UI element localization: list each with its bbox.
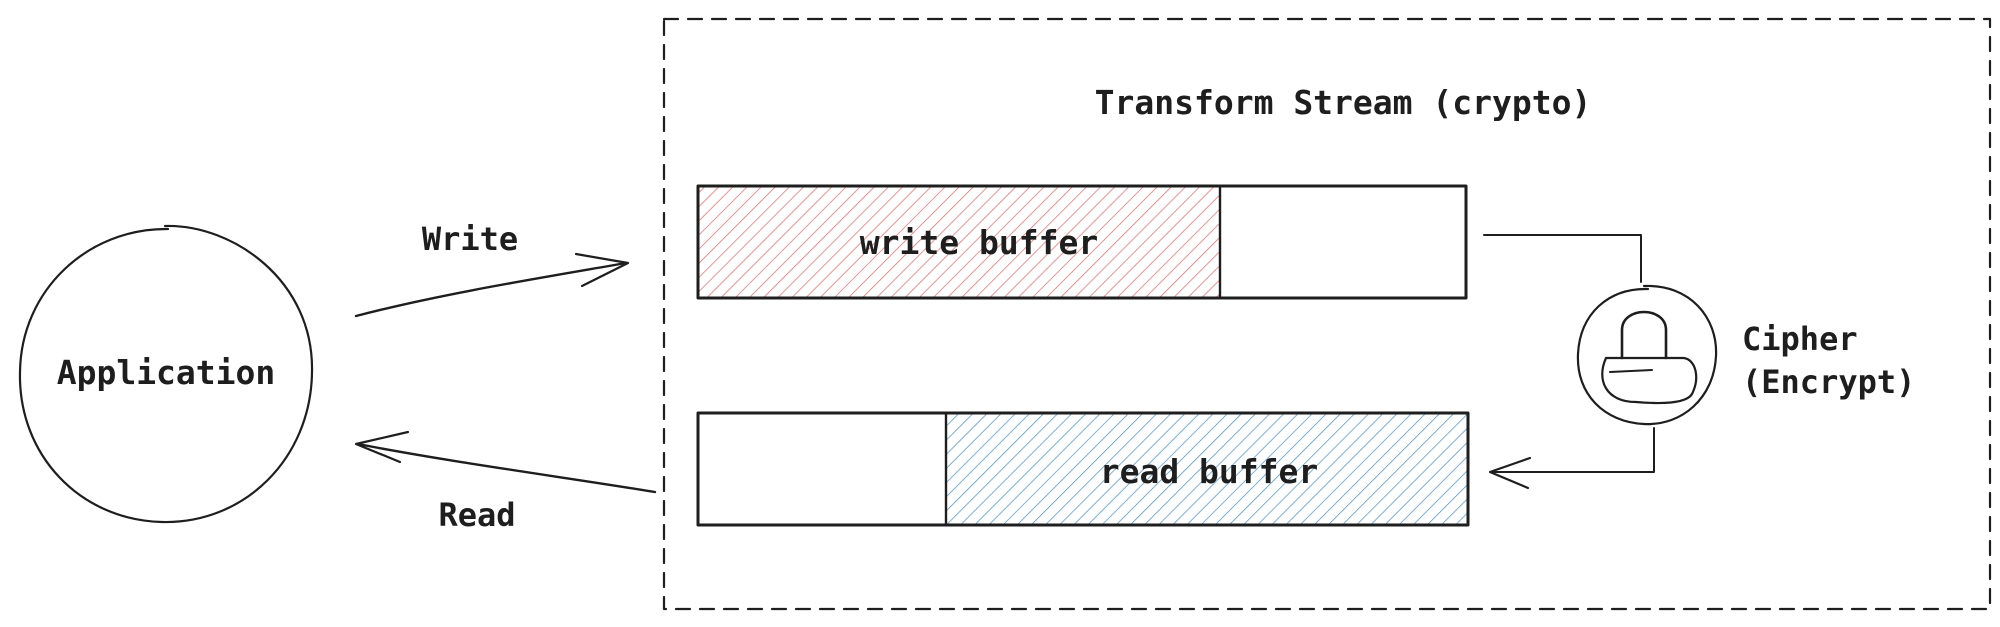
transform-stream-container: Transform Stream (crypto) [662, 17, 1992, 611]
read-buffer-label: read buffer [1100, 452, 1319, 491]
container-title: Transform Stream (crypto) [1095, 83, 1592, 122]
read-buffer: read buffer [696, 411, 1470, 527]
write-buffer-fill [698, 186, 1220, 298]
read-label: Read [438, 496, 515, 534]
write-buffer: write buffer [696, 184, 1468, 300]
read-buffer-fill [946, 413, 1468, 525]
cipher-sublabel: (Encrypt) [1742, 363, 1915, 401]
cipher-label: Cipher [1742, 320, 1858, 358]
connector-to-read-buffer [1488, 427, 1655, 490]
application-label: Application [57, 353, 276, 392]
read-arrow: Read [354, 430, 657, 534]
write-label: Write [422, 220, 518, 258]
lock-icon [1576, 284, 1718, 426]
write-buffer-label: write buffer [860, 223, 1098, 262]
application-node: Application [18, 224, 314, 524]
connector-to-cipher [1483, 234, 1642, 283]
write-arrow: Write [354, 220, 630, 318]
